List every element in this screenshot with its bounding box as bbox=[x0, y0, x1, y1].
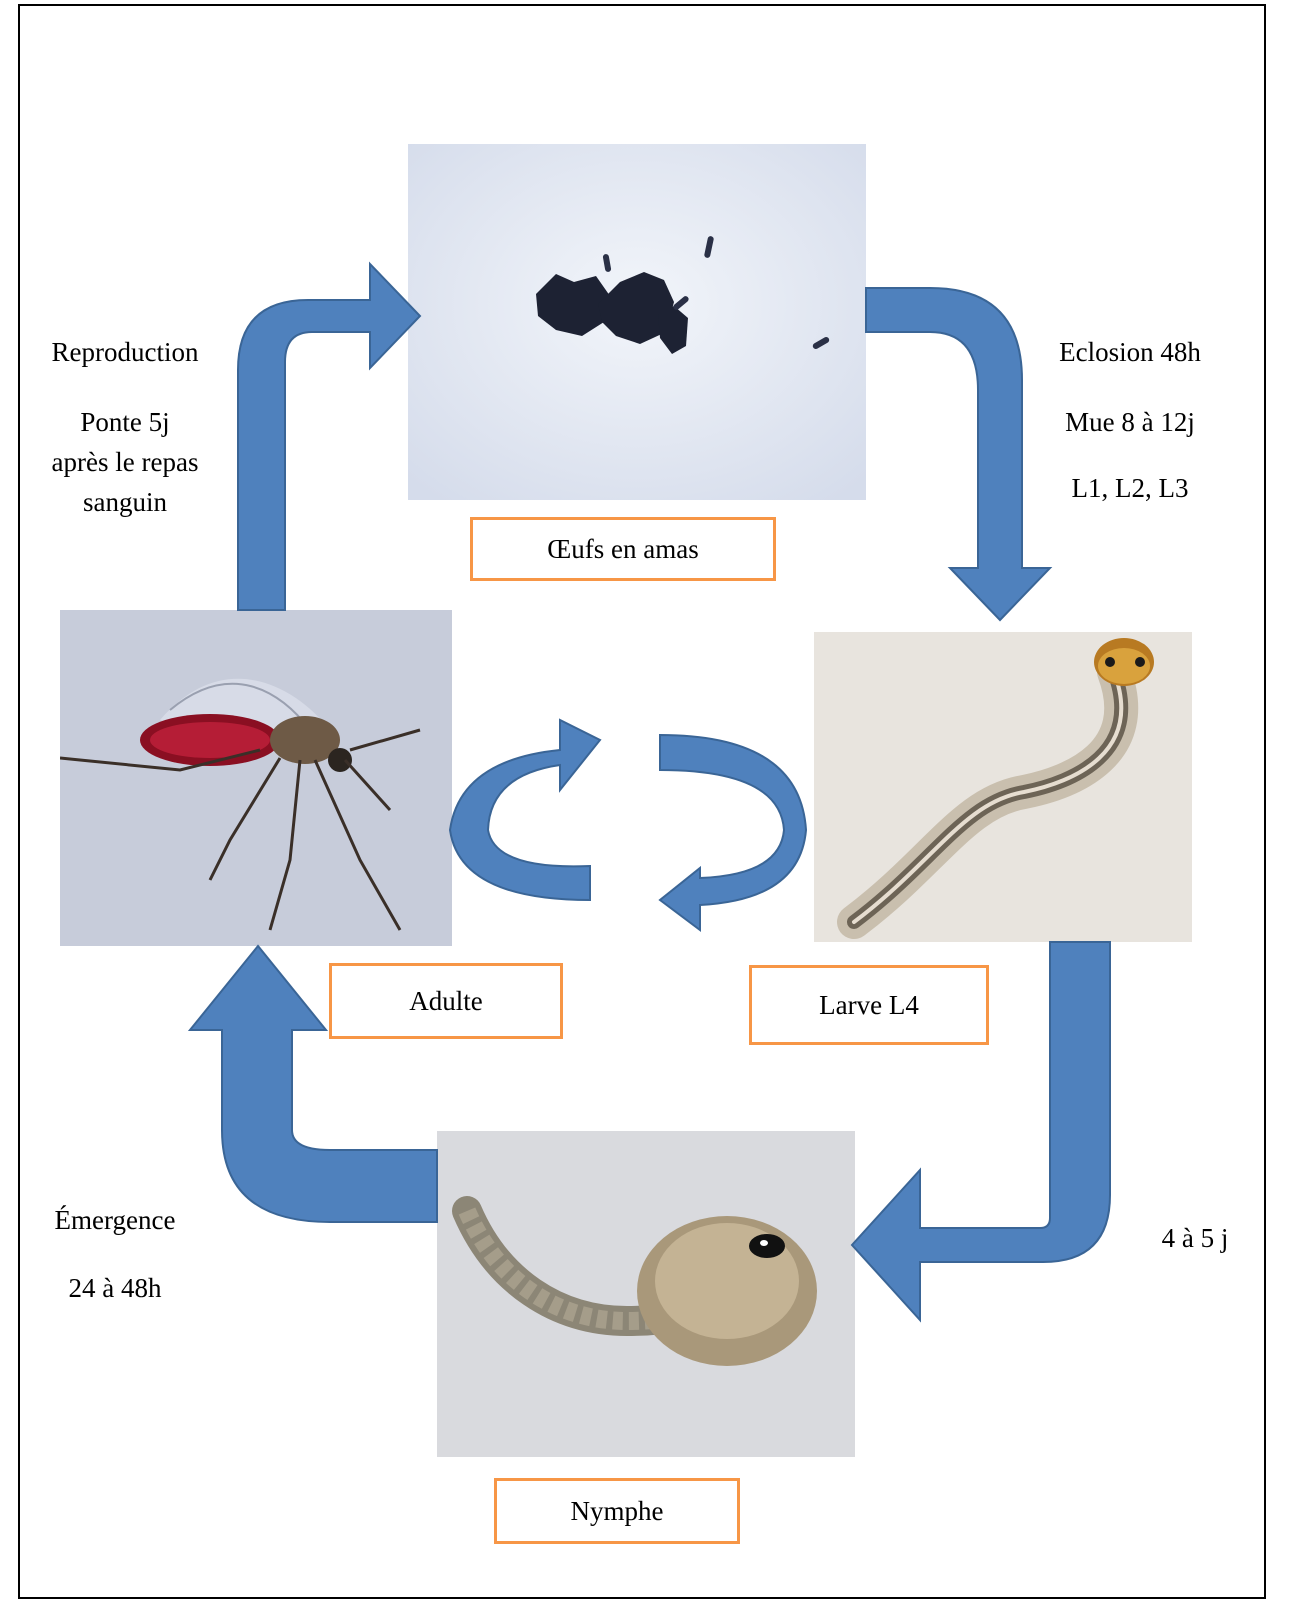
note-eclosion: Eclosion 48h Mue 8 à 12j L1, L2, L3 bbox=[1040, 332, 1220, 508]
note-reproduction-after: après le repas bbox=[30, 442, 220, 482]
note-emergence-time: 24 à 48h bbox=[30, 1268, 200, 1308]
note-nymph-duration-text: 4 à 5 j bbox=[1140, 1218, 1250, 1258]
note-eclosion-stages: L1, L2, L3 bbox=[1040, 468, 1220, 508]
note-reproduction-title: Reproduction bbox=[30, 332, 220, 372]
note-nymph-duration: 4 à 5 j bbox=[1140, 1218, 1250, 1258]
arrow-eclosion bbox=[866, 288, 1050, 620]
arrow-reproduction bbox=[238, 264, 420, 610]
note-reproduction-blood: sanguin bbox=[30, 482, 220, 522]
note-reproduction-ponte: Ponte 5j bbox=[30, 402, 220, 442]
note-eclosion-time: Eclosion 48h bbox=[1040, 332, 1220, 372]
arrow-emergence bbox=[190, 946, 437, 1222]
arrow-nymph bbox=[852, 942, 1110, 1320]
note-emergence-title: Émergence bbox=[30, 1200, 200, 1240]
note-reproduction: Reproduction Ponte 5j après le repas san… bbox=[30, 332, 220, 522]
note-eclosion-molt: Mue 8 à 12j bbox=[1040, 402, 1220, 442]
arrow-circle-left bbox=[450, 720, 600, 900]
note-emergence: Émergence 24 à 48h bbox=[30, 1200, 200, 1308]
arrow-circle-right bbox=[660, 735, 806, 930]
